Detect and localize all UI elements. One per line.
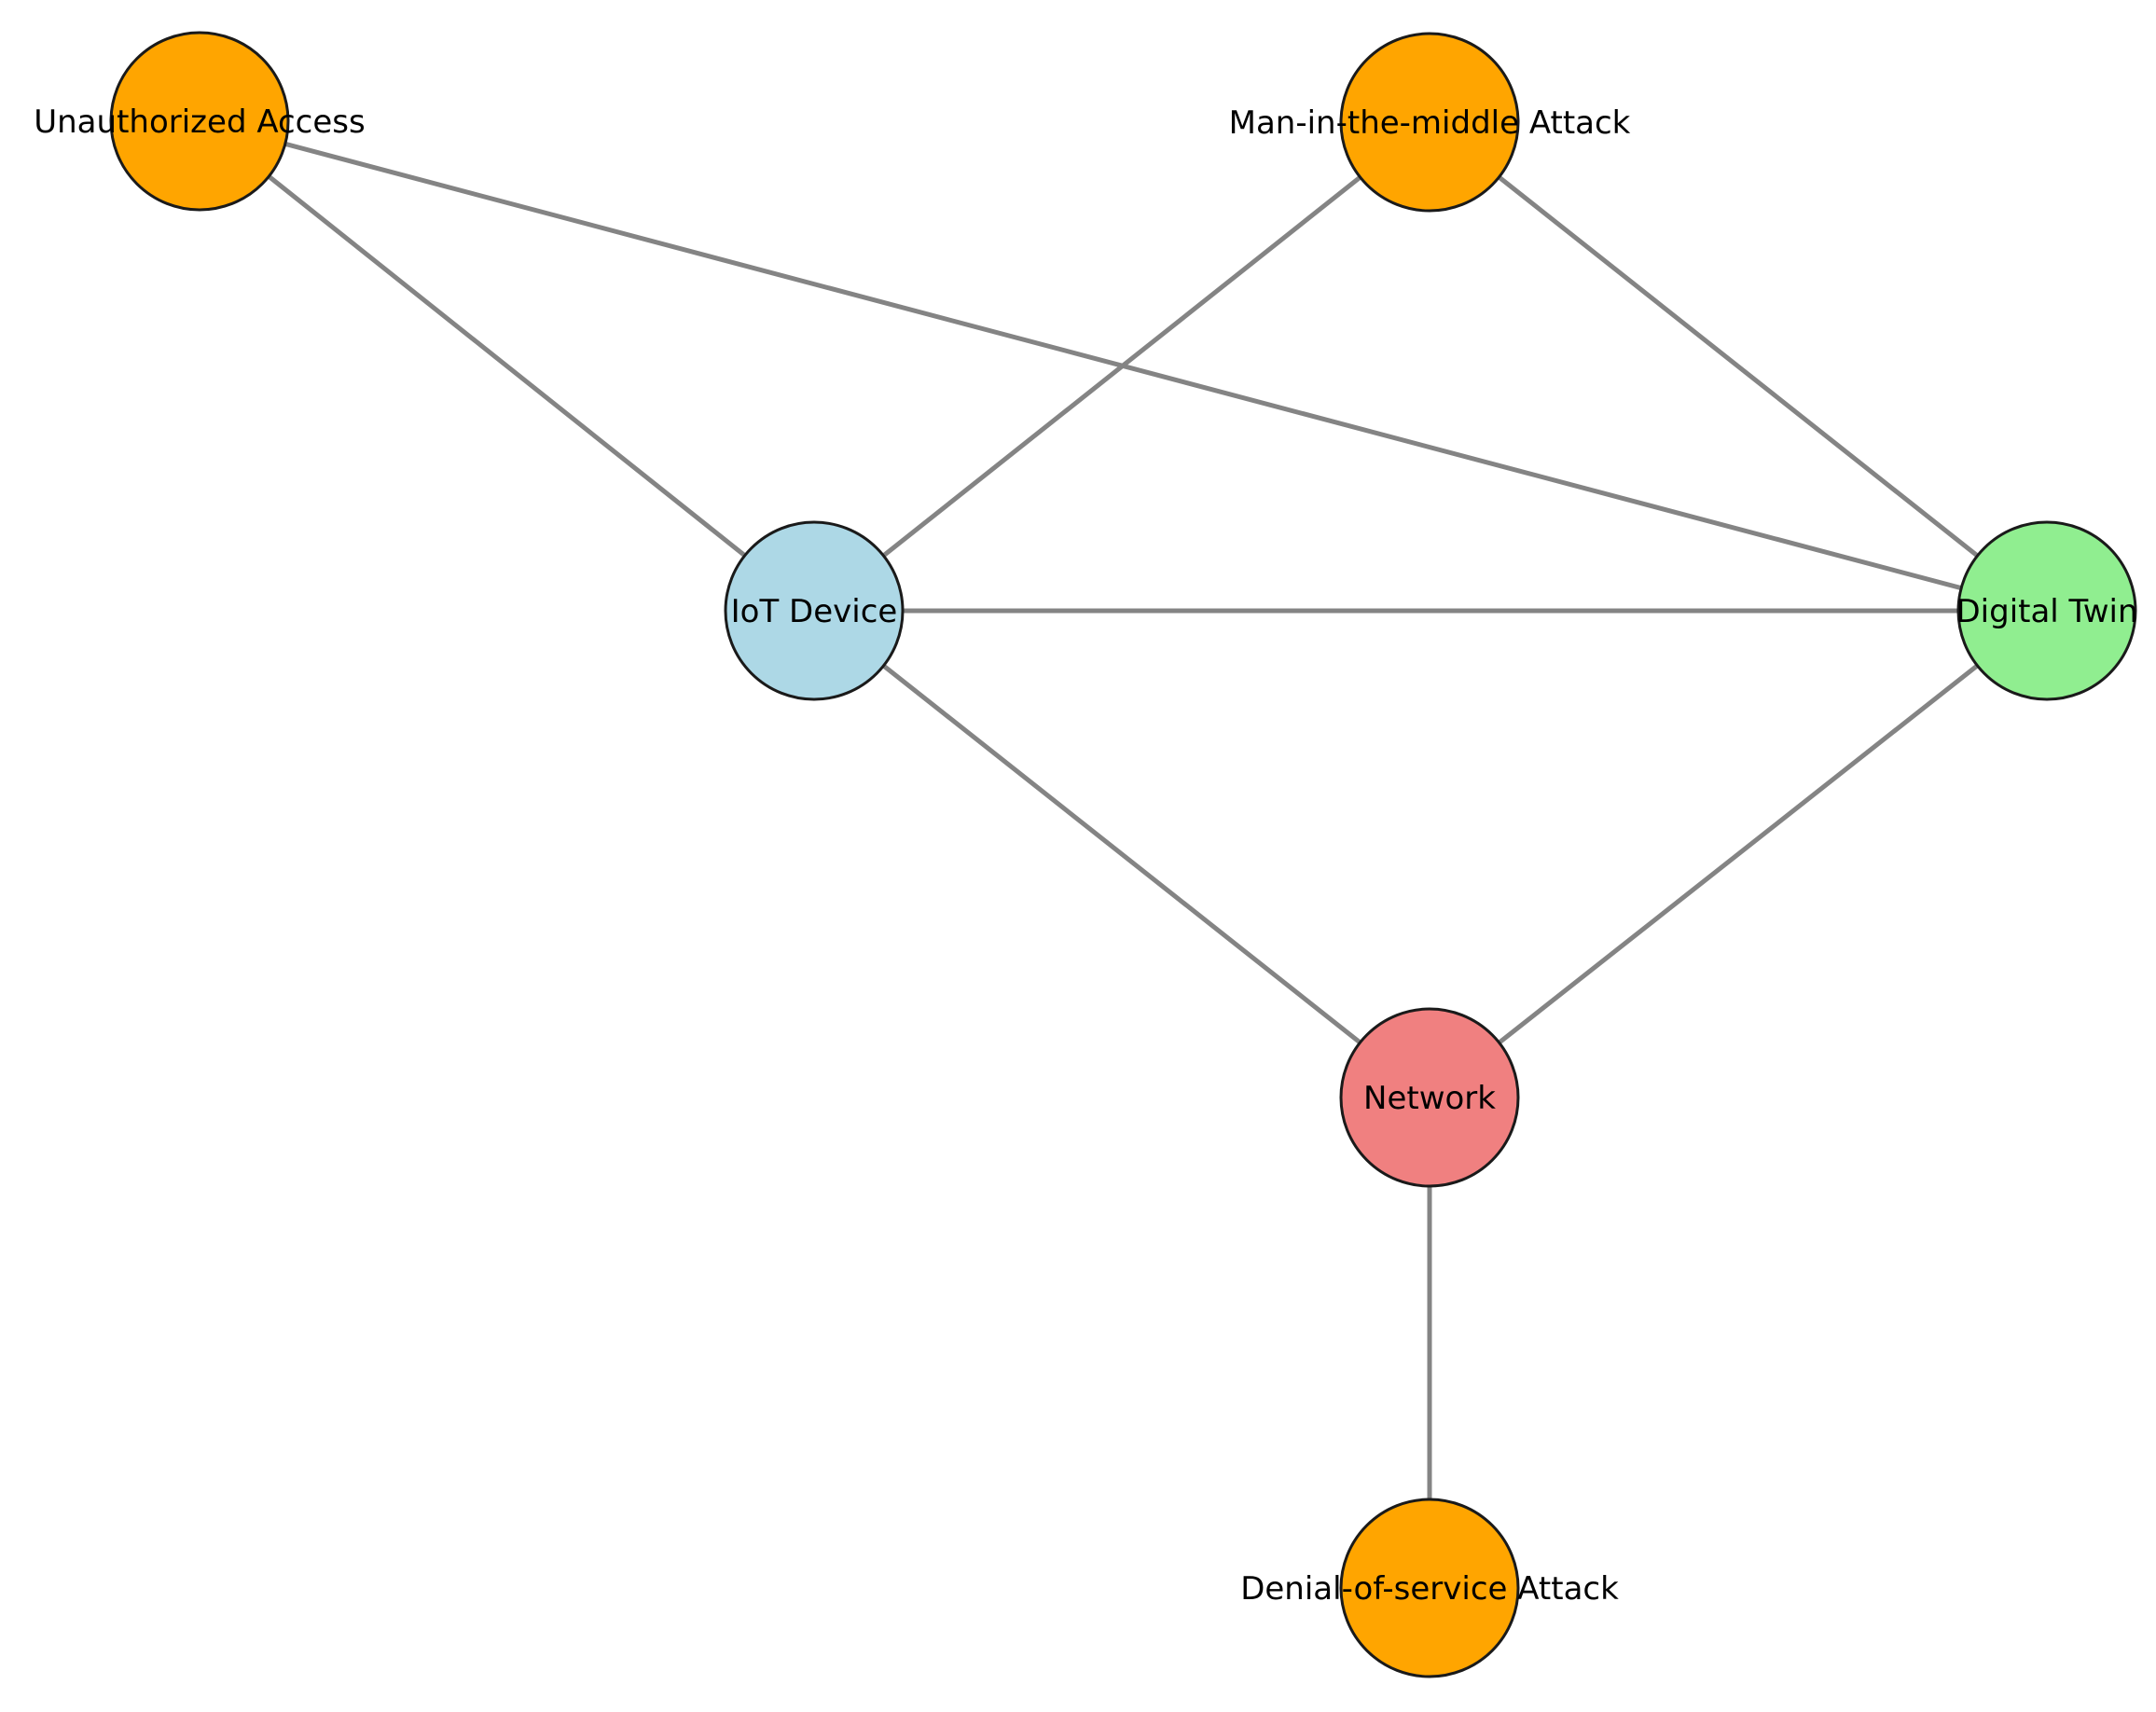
node-label-network: Network: [1363, 1080, 1496, 1117]
node-label-digital-twin: Digital Twin: [1956, 593, 2137, 630]
node-iot-device: [724, 520, 905, 701]
node-label-iot-device: IoT Device: [731, 593, 898, 630]
node-label-unauthorized-access: Unauthorized Access: [34, 104, 365, 141]
edge-man-in-the-middle-attack--digital-twin: [1428, 120, 2049, 613]
node-label-denial-of-service-attack: Denial-of-service Attack: [1240, 1570, 1619, 1608]
edge-digital-twin--network: [1428, 609, 2049, 1099]
node-unauthorized-access: [109, 31, 290, 212]
edge-unauthorized-access--iot-device: [198, 119, 816, 613]
node-denial-of-service-attack: [1339, 1498, 1520, 1678]
node-network: [1339, 1007, 1520, 1188]
node-label-man-in-the-middle-attack: Man-in-the-middle Attack: [1229, 104, 1631, 142]
edge-iot-device--network: [812, 609, 1431, 1099]
edge-man-in-the-middle-attack--iot-device: [812, 120, 1431, 613]
node-man-in-the-middle-attack: [1339, 32, 1520, 213]
node-digital-twin: [1956, 520, 2137, 701]
